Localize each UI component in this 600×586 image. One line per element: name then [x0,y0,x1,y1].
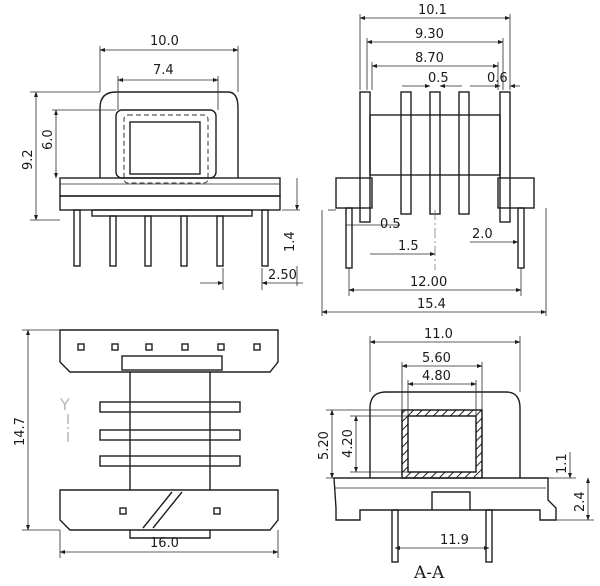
front-view: 10.0 7.4 9.2 6.0 1.4 2.50 [21,34,303,290]
side-dim-pin-width-b: 0.6 [487,71,508,86]
section-dim-core-inner-height: 4.20 [341,429,356,458]
section-dim-outer-width: 11.0 [424,327,453,342]
section-dim-core-width: 5.60 [422,351,451,366]
side-dim-top-outer: 10.1 [418,3,447,18]
section-dim-core-height: 5.20 [317,431,332,460]
front-dim-width-outer: 10.0 [150,34,179,49]
bottom-axis-label: Y [59,395,70,414]
section-dim-core-inner: 4.80 [422,369,451,384]
section-dim-pin-span: 11.9 [440,533,469,548]
section-dim-foot: 2.4 [573,491,588,512]
side-dim-row-pitch: 2.0 [472,227,493,242]
side-dim-overall: 15.4 [417,297,446,312]
side-pins [400,91,470,215]
bottom-dim-width: 16.0 [150,536,179,551]
section-dim-flange: 1.1 [555,453,570,474]
front-dim-width-inner: 7.4 [153,63,174,78]
side-dim-pin-gap: 1.5 [398,239,419,254]
side-dim-top-mid: 9.30 [415,27,444,42]
side-dim-pin-offset: 0.5 [380,217,401,232]
section-title: A-A [413,563,445,583]
bottom-pin-pads-top [77,343,261,351]
section-view: 11.0 5.60 4.80 5.20 4.20 1.1 2.4 11.9 A-… [317,327,594,583]
front-dim-pin-pitch: 2.50 [268,268,297,283]
front-pins [73,209,269,267]
bottom-dim-length: 14.7 [13,417,28,446]
bottom-view: Y 14.7 16.0 [13,329,279,558]
side-dim-row-span: 12.00 [410,275,447,290]
side-dim-top-inner: 8.70 [415,51,444,66]
front-dim-pin-length: 1.4 [283,231,298,252]
side-dim-pin-width: 0.5 [428,71,449,86]
side-view: 10.1 9.30 8.70 0.5 0.6 0.5 1.5 2.0 12.00… [321,3,547,316]
front-dim-height-total: 9.2 [21,149,36,170]
front-dim-height-window: 6.0 [41,129,56,150]
